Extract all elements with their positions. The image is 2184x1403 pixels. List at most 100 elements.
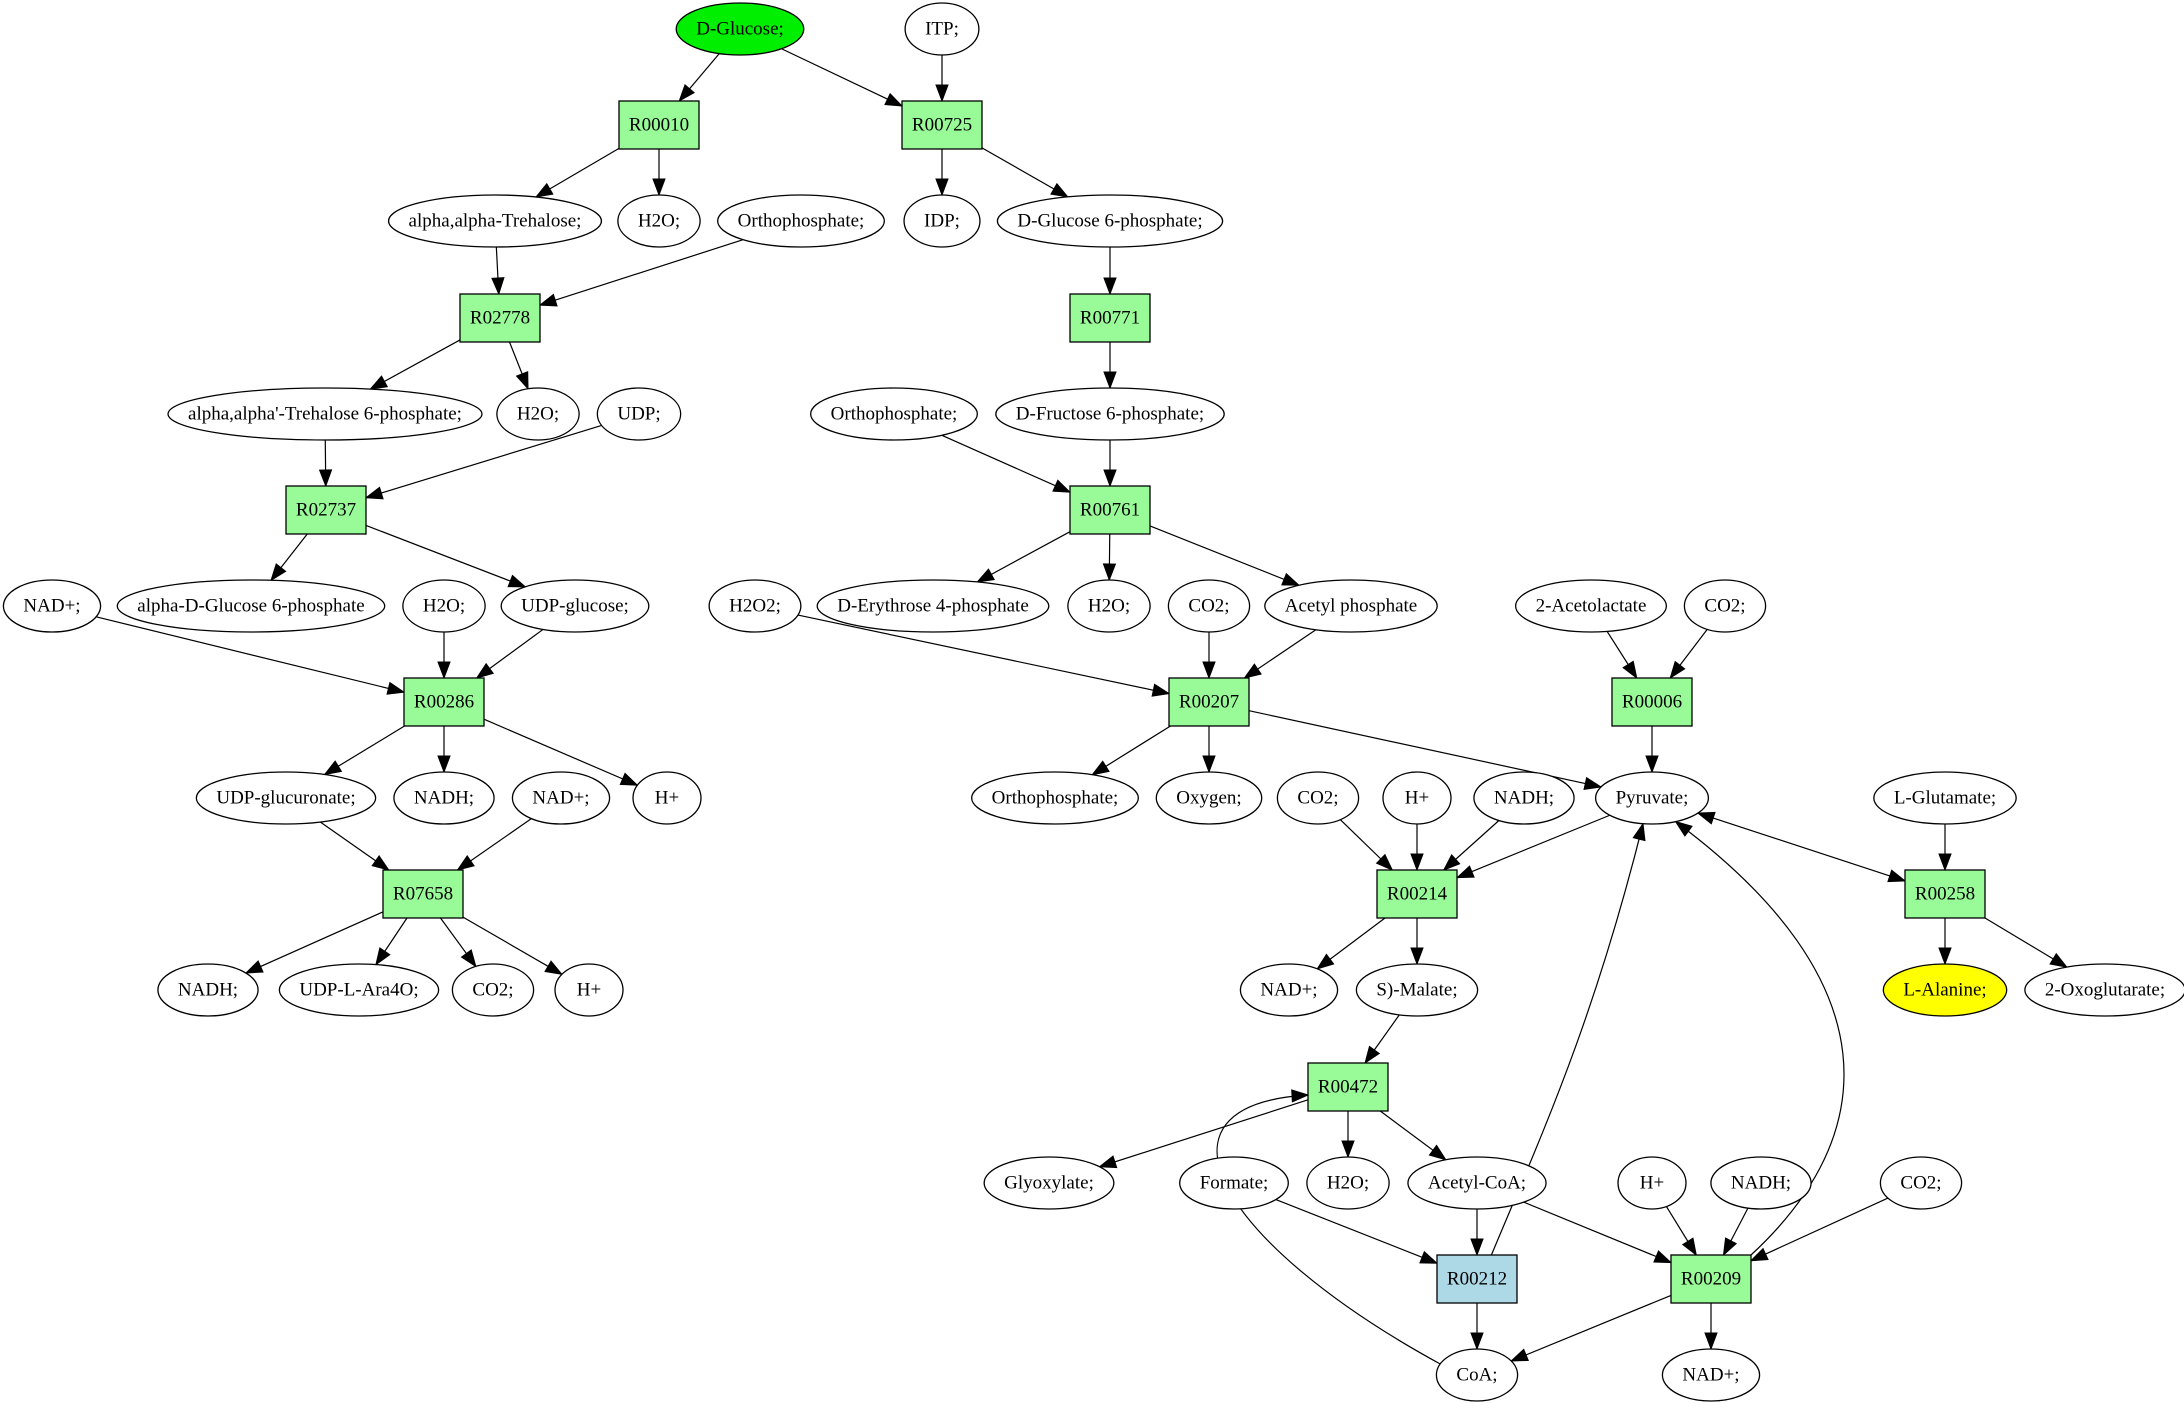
compound-node-h2o[interactable]: H2O; (496, 387, 580, 441)
compound-node-h2o[interactable]: H2O; (1067, 579, 1151, 633)
reaction-node-r00286[interactable]: R00286 (403, 677, 485, 727)
compound-node-orthophosphate[interactable]: Orthophosphate; (971, 771, 1139, 825)
compound-node-alpha-alpha-trehalose-6-phosphate[interactable]: alpha,alpha'-Trehalose 6-phosphate; (167, 387, 483, 441)
node-label: Orthophosphate; (831, 404, 958, 425)
compound-node-h[interactable]: H+ (1617, 1156, 1687, 1210)
reaction-node-r00771[interactable]: R00771 (1069, 293, 1151, 343)
node-label: UDP-L-Ara4O; (299, 980, 418, 1001)
reaction-node-r00212[interactable]: R00212 (1436, 1254, 1518, 1304)
compound-node-alpha-d-glucose-6-phosphate[interactable]: alpha-D-Glucose 6-phosphate (116, 579, 386, 633)
compound-ellipse (1710, 1156, 1812, 1210)
compound-node-coa[interactable]: CoA; (1435, 1348, 1519, 1402)
edge-c_pyruvate-to-r00214 (1456, 814, 1611, 879)
compound-node-nadh[interactable]: NADH; (1710, 1156, 1812, 1210)
node-label: S)-Malate; (1376, 980, 1457, 1001)
arrowhead (1653, 1250, 1673, 1264)
compound-node-l-glutamate[interactable]: L-Glutamate; (1873, 771, 2017, 825)
compound-node-nad[interactable]: NAD+; (2, 579, 102, 633)
reaction-node-r00006[interactable]: R00006 (1611, 677, 1693, 727)
compound-node-orthophosphate[interactable]: Orthophosphate; (717, 194, 885, 248)
arrowhead (534, 182, 554, 198)
compound-node-nad[interactable]: NAD+; (511, 771, 611, 825)
reaction-node-r00761[interactable]: R00761 (1069, 485, 1151, 535)
reaction-node-r00207[interactable]: R00207 (1168, 677, 1250, 727)
compound-node-formate[interactable]: Formate; (1179, 1156, 1289, 1210)
compound-node-d-fructose-6-phosphate[interactable]: D-Fructose 6-phosphate; (995, 387, 1225, 441)
compound-node-orthophosphate[interactable]: Orthophosphate; (810, 387, 978, 441)
compound-node-alpha-alpha-trehalose[interactable]: alpha,alpha-Trehalose; (387, 194, 603, 248)
edge-r07658-to-c_nadh_3 (245, 911, 384, 974)
compound-node-nad[interactable]: NAD+; (1661, 1348, 1761, 1402)
compound-node-udp-glucose[interactable]: UDP-glucose; (500, 579, 650, 633)
compound-node-pyruvate[interactable]: Pyruvate; (1594, 771, 1710, 825)
node-label: NADH; (414, 788, 474, 809)
arrowhead (507, 574, 527, 588)
compound-node-d-glucose[interactable]: D-Glucose; (675, 2, 805, 56)
compound-node-acetyl-coa[interactable]: Acetyl-CoA; (1407, 1156, 1547, 1210)
node-label: D-Fructose 6-phosphate; (1016, 404, 1204, 425)
arrowhead (1202, 755, 1216, 774)
arrowhead (437, 661, 451, 680)
compound-node-2-oxoglutarate[interactable]: 2-Oxoglutarate; (2024, 963, 2184, 1017)
compound-node-nad[interactable]: NAD+; (1239, 963, 1339, 1017)
compound-node-l-alanine[interactable]: L-Alanine; (1882, 963, 2008, 1017)
compound-node-udp-glucuronate[interactable]: UDP-glucuronate; (195, 771, 377, 825)
compound-node-co2[interactable]: CO2; (1683, 579, 1767, 633)
reaction-node-r00209[interactable]: R00209 (1670, 1254, 1752, 1304)
compound-node-h2o[interactable]: H2O; (1306, 1156, 1390, 1210)
reaction-node-r07658[interactable]: R07658 (382, 869, 464, 919)
compound-ellipse (903, 194, 981, 248)
compound-node-co2[interactable]: CO2; (1167, 579, 1251, 633)
arrowhead (544, 960, 564, 976)
reaction-box (1376, 869, 1458, 919)
compound-node-nadh[interactable]: NADH; (157, 963, 259, 1017)
compound-node-oxygen[interactable]: Oxygen; (1155, 771, 1263, 825)
compound-node-co2[interactable]: CO2; (1276, 771, 1360, 825)
reaction-node-r02737[interactable]: R02737 (285, 485, 367, 535)
compound-node-udp-l-ara4o[interactable]: UDP-L-Ara4O; (278, 963, 440, 1017)
arrowhead (491, 277, 505, 296)
reaction-node-r00010[interactable]: R00010 (618, 100, 700, 150)
compound-ellipse (1155, 771, 1263, 825)
compound-node-acetyl-phosphate[interactable]: Acetyl phosphate (1264, 579, 1438, 633)
compound-node-h[interactable]: H+ (554, 963, 624, 1017)
compound-node-d-glucose-6-phosphate[interactable]: D-Glucose 6-phosphate; (996, 194, 1224, 248)
compound-node-h[interactable]: H+ (632, 771, 702, 825)
reaction-node-r02778[interactable]: R02778 (459, 293, 541, 343)
compound-node-nadh[interactable]: NADH; (393, 771, 495, 825)
compound-node-udp[interactable]: UDP; (596, 387, 682, 441)
reaction-box (1069, 293, 1151, 343)
node-label: R02778 (470, 308, 530, 329)
compound-ellipse (2, 579, 102, 633)
node-label: NADH; (178, 980, 238, 1001)
compound-node-nadh[interactable]: NADH; (1473, 771, 1575, 825)
compound-node-2-acetolactate[interactable]: 2-Acetolactate (1514, 579, 1668, 633)
node-label: 2-Acetolactate (1536, 596, 1647, 617)
compound-ellipse (996, 194, 1224, 248)
reaction-node-r00725[interactable]: R00725 (901, 100, 983, 150)
reaction-node-r00472[interactable]: R00472 (1307, 1062, 1389, 1112)
compound-node-idp[interactable]: IDP; (903, 194, 981, 248)
compound-node-h2o[interactable]: H2O; (402, 579, 486, 633)
compound-ellipse (1882, 963, 2008, 1017)
reaction-node-r00214[interactable]: R00214 (1376, 869, 1458, 919)
arrowhead (976, 568, 995, 583)
reaction-node-r00258[interactable]: R00258 (1904, 869, 1986, 919)
node-label: CO2; (1297, 788, 1338, 809)
compound-node-co2[interactable]: CO2; (451, 963, 535, 1017)
compound-ellipse (971, 771, 1139, 825)
node-label: D-Glucose; (696, 19, 784, 40)
node-label: H+ (1640, 1173, 1664, 1194)
node-label: CO2; (1188, 596, 1229, 617)
arrowhead (460, 949, 477, 968)
compound-node-glyoxylate[interactable]: Glyoxylate; (983, 1156, 1115, 1210)
node-label: ITP; (925, 19, 959, 40)
compound-node-h2o[interactable]: H2O; (617, 194, 701, 248)
compound-node-h2o2[interactable]: H2O2; (708, 579, 802, 633)
compound-node-co2[interactable]: CO2; (1879, 1156, 1963, 1210)
arrowhead (1696, 811, 1716, 825)
compound-node-itp[interactable]: ITP; (904, 2, 980, 56)
compound-node-s-malate[interactable]: S)-Malate; (1355, 963, 1479, 1017)
compound-node-h[interactable]: H+ (1382, 771, 1452, 825)
compound-node-d-erythrose-4-phosphate[interactable]: D-Erythrose 4-phosphate (816, 579, 1050, 633)
